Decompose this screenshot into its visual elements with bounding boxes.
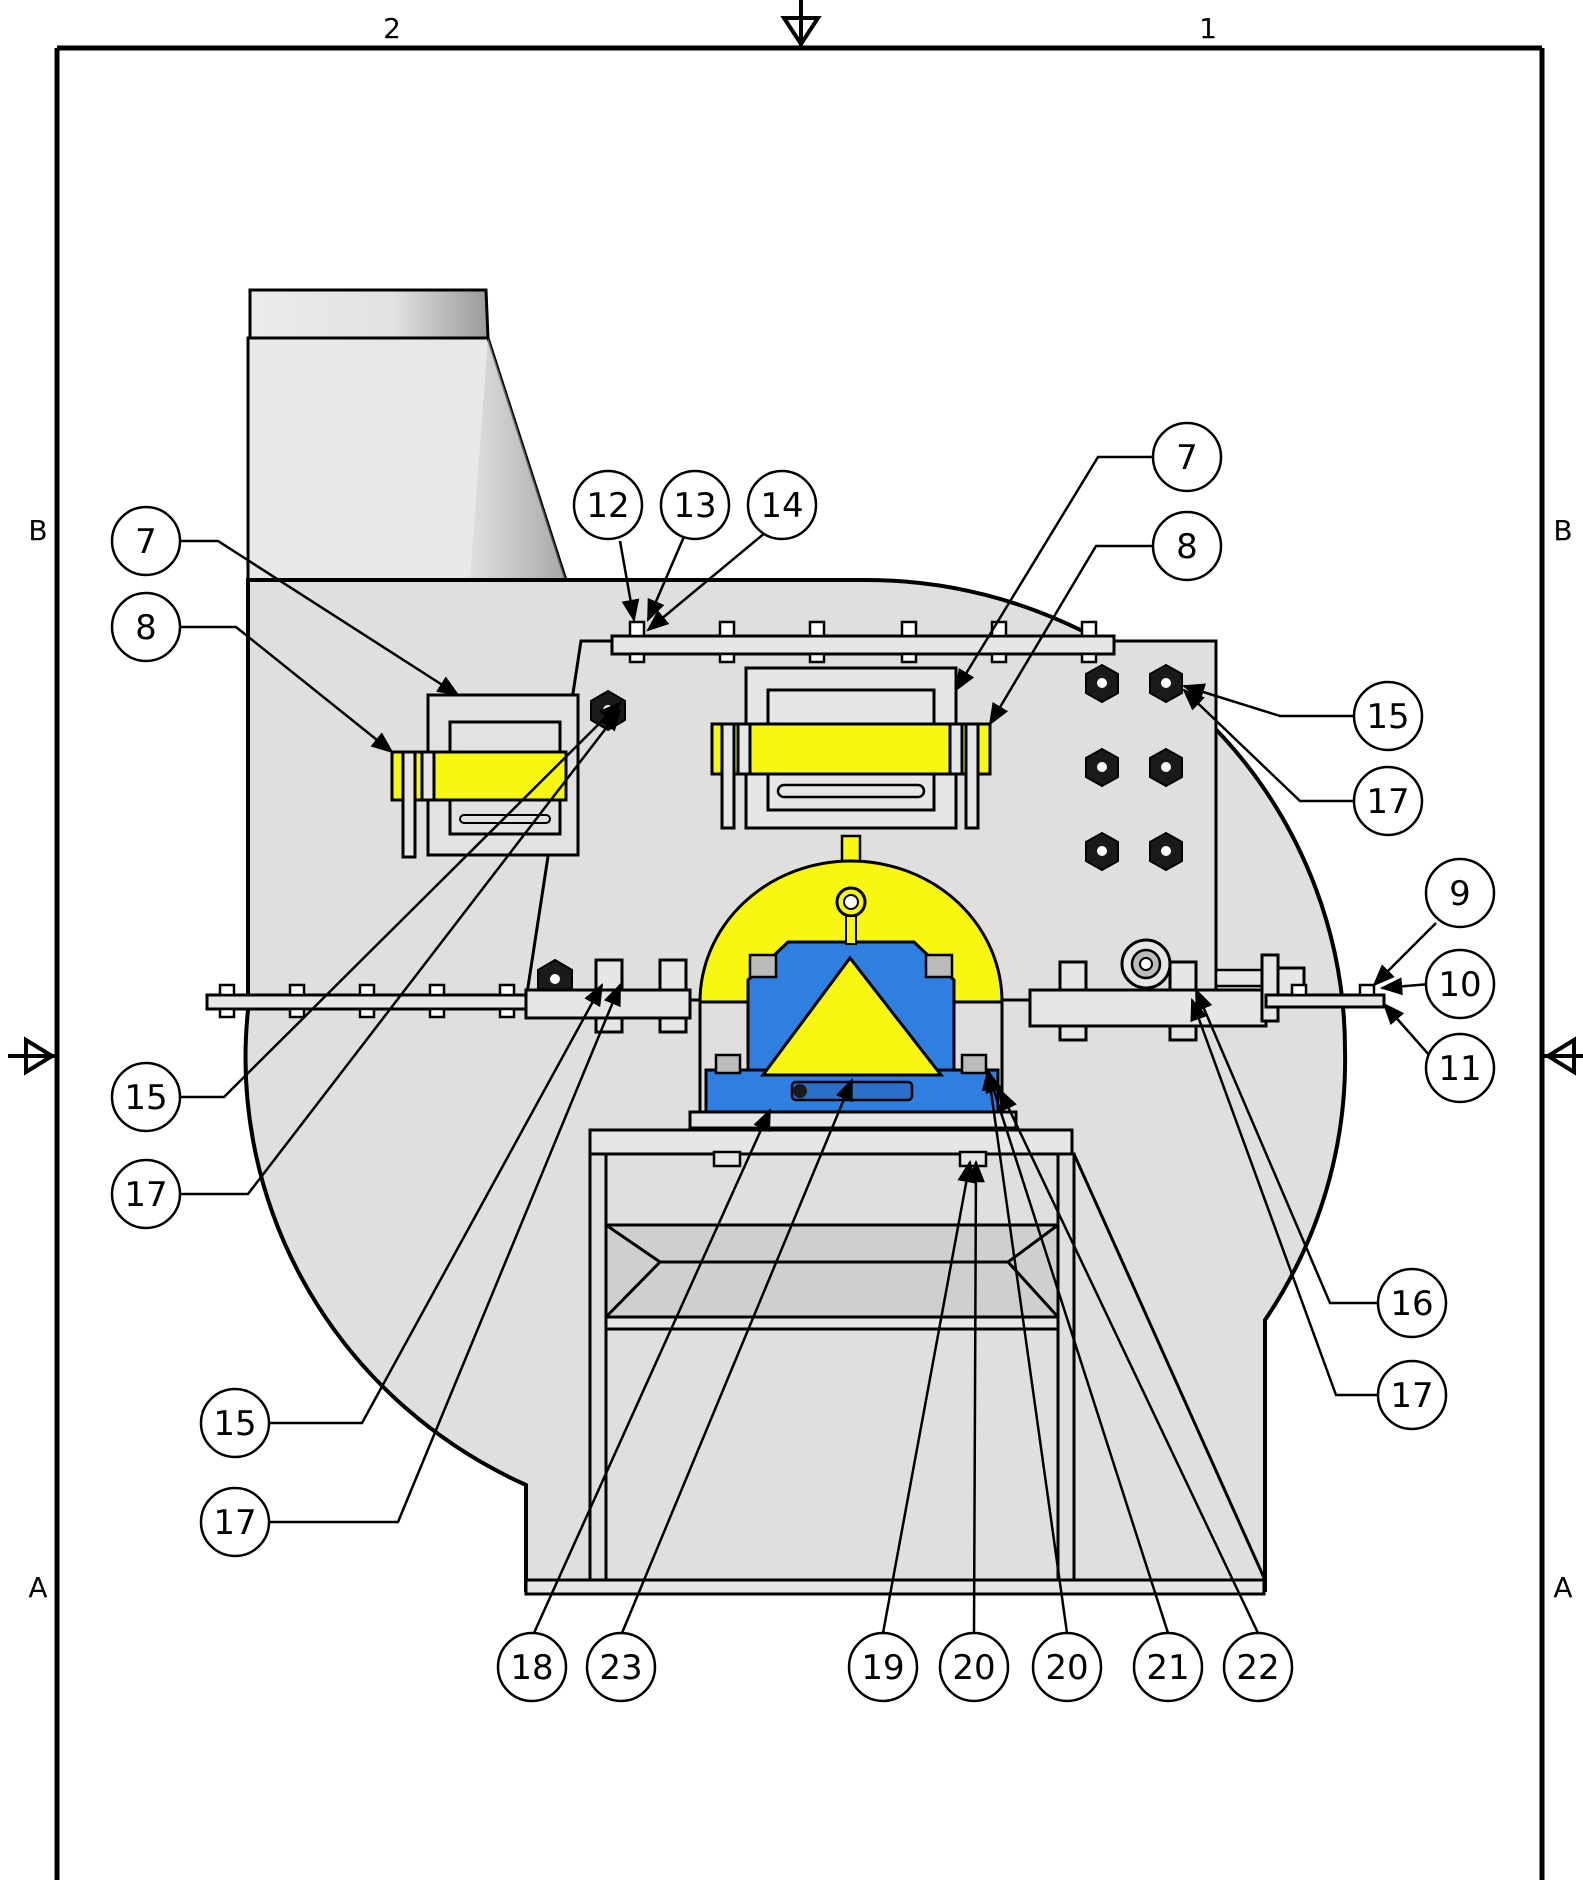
balloon-label: 20 <box>1045 1648 1088 1688</box>
balloon-label: 16 <box>1390 1284 1433 1324</box>
balloon-label: 12 <box>586 486 629 526</box>
balloon-19: 19 <box>847 1631 919 1703</box>
zone-row-b-left: B <box>28 514 47 547</box>
balloon-7-right: 7 <box>1151 421 1223 493</box>
balloon-label: 15 <box>1366 697 1409 737</box>
balloons: 7 8 12 13 14 7 8 15 17 9 10 11 15 17 16 … <box>110 421 1496 1703</box>
balloon-label: 20 <box>952 1648 995 1688</box>
balloon-15-right: 15 <box>1352 680 1424 752</box>
balloon-label: 17 <box>1390 1376 1433 1416</box>
balloon-label: 13 <box>673 486 716 526</box>
balloon-17-left-a: 17 <box>110 1158 182 1230</box>
balloon-21: 21 <box>1132 1631 1204 1703</box>
balloon-label: 10 <box>1438 965 1481 1005</box>
balloon-11: 11 <box>1424 1032 1496 1104</box>
balloon-17-right-b: 17 <box>1376 1359 1448 1431</box>
balloon-16: 16 <box>1376 1267 1448 1339</box>
drawing-frame: 2 1 B B A A <box>8 0 1583 1880</box>
zone-row-a-left: A <box>28 1571 47 1604</box>
centering-mark-right <box>1542 1036 1583 1076</box>
balloon-label: 8 <box>135 608 157 648</box>
centering-mark-left <box>8 1036 57 1076</box>
balloon-label: 7 <box>1176 438 1198 478</box>
balloon-9: 9 <box>1424 857 1496 929</box>
balloon-label: 18 <box>510 1648 553 1688</box>
balloon-13: 13 <box>659 469 731 541</box>
balloon-8-right: 8 <box>1151 510 1223 582</box>
balloon-8-left: 8 <box>110 591 182 663</box>
balloon-17-left-b: 17 <box>199 1486 271 1558</box>
balloon-label: 21 <box>1146 1648 1189 1688</box>
balloon-20-b: 20 <box>1031 1631 1103 1703</box>
balloon-7-left: 7 <box>110 505 182 577</box>
balloon-label: 23 <box>599 1648 642 1688</box>
balloon-label: 14 <box>760 486 803 526</box>
flange-bolts-left <box>218 983 516 1019</box>
zone-row-b-right: B <box>1553 514 1572 547</box>
balloon-20-a: 20 <box>938 1631 1010 1703</box>
centering-mark-top <box>780 0 822 48</box>
inspection-door-left <box>390 693 580 859</box>
top-strip-bolts <box>628 620 1098 664</box>
balloon-label: 7 <box>135 522 157 562</box>
balloon-label: 11 <box>1438 1049 1481 1089</box>
balloon-label: 15 <box>213 1404 256 1444</box>
balloon-label: 17 <box>1366 782 1409 822</box>
balloon-label: 9 <box>1449 874 1471 914</box>
balloon-10: 10 <box>1424 948 1496 1020</box>
bearing-assembly <box>688 834 1018 1130</box>
balloon-15-left-a: 15 <box>110 1061 182 1133</box>
balloon-label: 17 <box>124 1175 167 1215</box>
zone-column-2: 2 <box>383 12 401 45</box>
inspection-door-right <box>710 666 992 830</box>
balloon-23: 23 <box>585 1631 657 1703</box>
leader-lines <box>180 455 1437 1634</box>
balloon-label: 22 <box>1236 1648 1279 1688</box>
zone-column-1: 1 <box>1199 12 1217 45</box>
balloon-label: 8 <box>1176 527 1198 567</box>
balloon-label: 17 <box>213 1503 256 1543</box>
balloon-12: 12 <box>572 469 644 541</box>
balloon-14: 14 <box>746 469 818 541</box>
balloon-17-right: 17 <box>1352 765 1424 837</box>
balloon-15-left-b: 15 <box>199 1387 271 1459</box>
balloon-22: 22 <box>1222 1631 1294 1703</box>
balloon-18: 18 <box>496 1631 568 1703</box>
balloon-label: 19 <box>861 1648 904 1688</box>
balloon-label: 15 <box>124 1078 167 1118</box>
zone-row-a-right: A <box>1553 1571 1572 1604</box>
